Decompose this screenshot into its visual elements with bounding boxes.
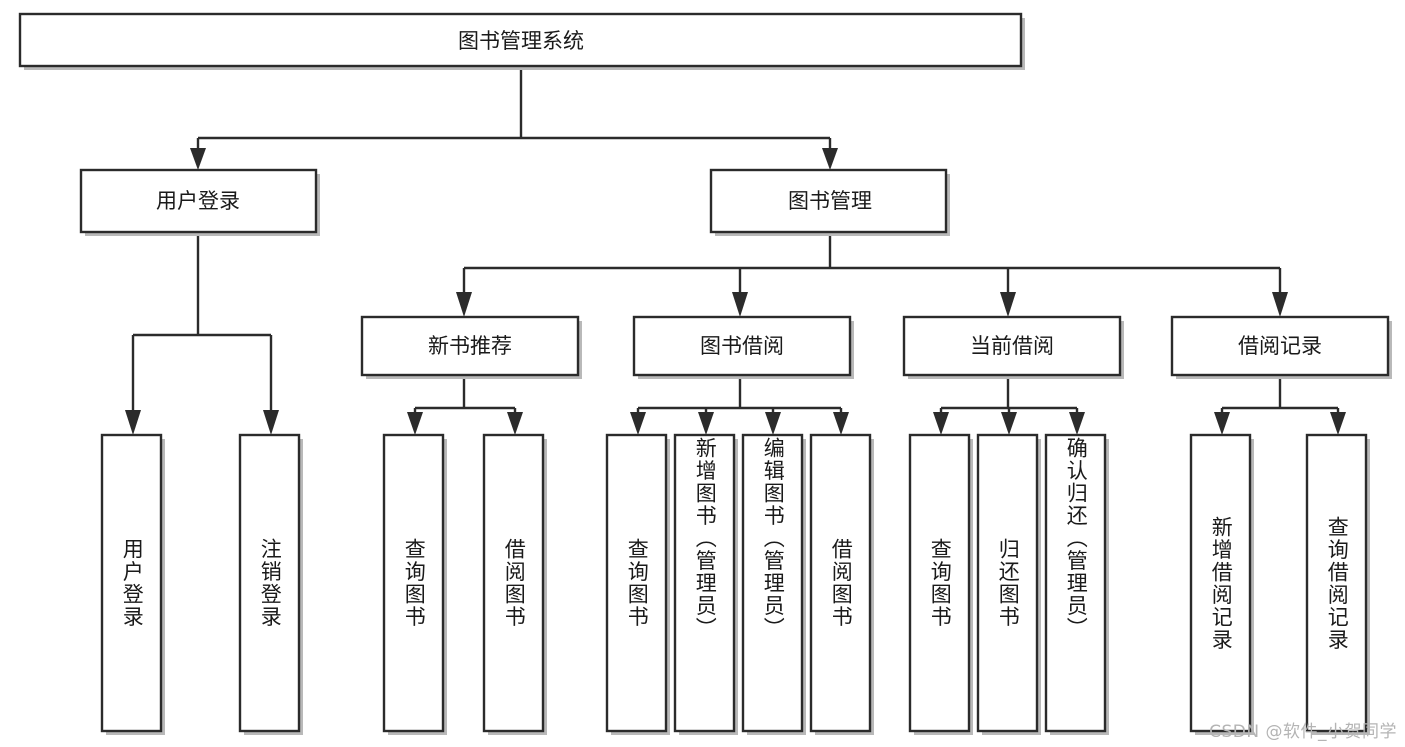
book-borrow-node-box[interactable] (632, 315, 852, 377)
arrow-borrow-leaf-3 (765, 412, 781, 435)
root-node-box[interactable] (18, 12, 1023, 68)
book-borrow-node-label: 图书借阅 (700, 334, 784, 358)
new-book-node-box[interactable] (360, 315, 580, 377)
connector-layer (125, 66, 1346, 435)
leaf-box-confirm-return-admin[interactable] (1044, 433, 1107, 733)
book-mgmt-node-label: 图书管理 (788, 189, 872, 213)
arrow-newbook-leaf-2 (507, 412, 523, 435)
arrow-userlogin-leaf-1 (125, 410, 141, 435)
arrow-root-to-book-mgmt (822, 148, 838, 170)
user-login-node-box[interactable] (79, 168, 318, 234)
leaf-box-query-borrow-record[interactable] (1305, 433, 1368, 733)
leaf-box-borrow-book-newbook[interactable] (482, 433, 545, 733)
arrow-bookmgmt-to-newbook (456, 292, 472, 317)
arrow-current-leaf-3 (1069, 412, 1085, 435)
leaf-box-query-book-newbook[interactable] (382, 433, 445, 733)
arrow-borrow-leaf-1 (630, 412, 646, 435)
arrow-bookmgmt-to-borrow (732, 292, 748, 317)
user-login-node-label: 用户登录 (156, 189, 240, 213)
arrow-bookmgmt-to-record (1272, 292, 1288, 317)
arrow-borrow-leaf-4 (833, 412, 849, 435)
new-book-node-label: 新书推荐 (428, 334, 512, 358)
arrow-current-leaf-2 (1001, 412, 1017, 435)
borrow-record-node-label: 借阅记录 (1238, 334, 1322, 358)
borrow-record-node-box[interactable] (1170, 315, 1390, 377)
leaf-box-query-book-borrow[interactable] (605, 433, 668, 733)
leaf-box-borrow-book-borrow[interactable] (809, 433, 872, 733)
arrow-record-leaf-2 (1330, 412, 1346, 435)
current-borrow-node-box[interactable] (902, 315, 1122, 377)
leaf-box-user-login[interactable] (100, 433, 163, 733)
arrow-newbook-leaf-1 (407, 412, 423, 435)
arrow-record-leaf-1 (1214, 412, 1230, 435)
arrow-borrow-leaf-2 (698, 412, 714, 435)
leaf-box-add-borrow-record[interactable] (1189, 433, 1252, 733)
leaf-box-add-book-admin[interactable] (673, 433, 736, 733)
leaf-box-edit-book-admin[interactable] (741, 433, 804, 733)
book-mgmt-node-box[interactable] (709, 168, 948, 234)
leaf-box-query-book-current[interactable] (908, 433, 971, 733)
root-node-label: 图书管理系统 (458, 29, 584, 53)
arrow-userlogin-leaf-2 (263, 410, 279, 435)
watermark-text: CSDN @软件_小贺同学 (1209, 722, 1397, 742)
leaf-box-logout[interactable] (238, 433, 301, 733)
arrow-bookmgmt-to-current (1000, 292, 1016, 317)
leaf-box-return-book[interactable] (976, 433, 1039, 733)
node-layer: 图书管理系统 用户登录 图书管理 新书推荐 图书借阅 当前借阅 借阅记录 (18, 12, 1392, 735)
arrow-current-leaf-1 (933, 412, 949, 435)
current-borrow-node-label: 当前借阅 (970, 334, 1054, 358)
arrow-root-to-user-login (190, 148, 206, 170)
